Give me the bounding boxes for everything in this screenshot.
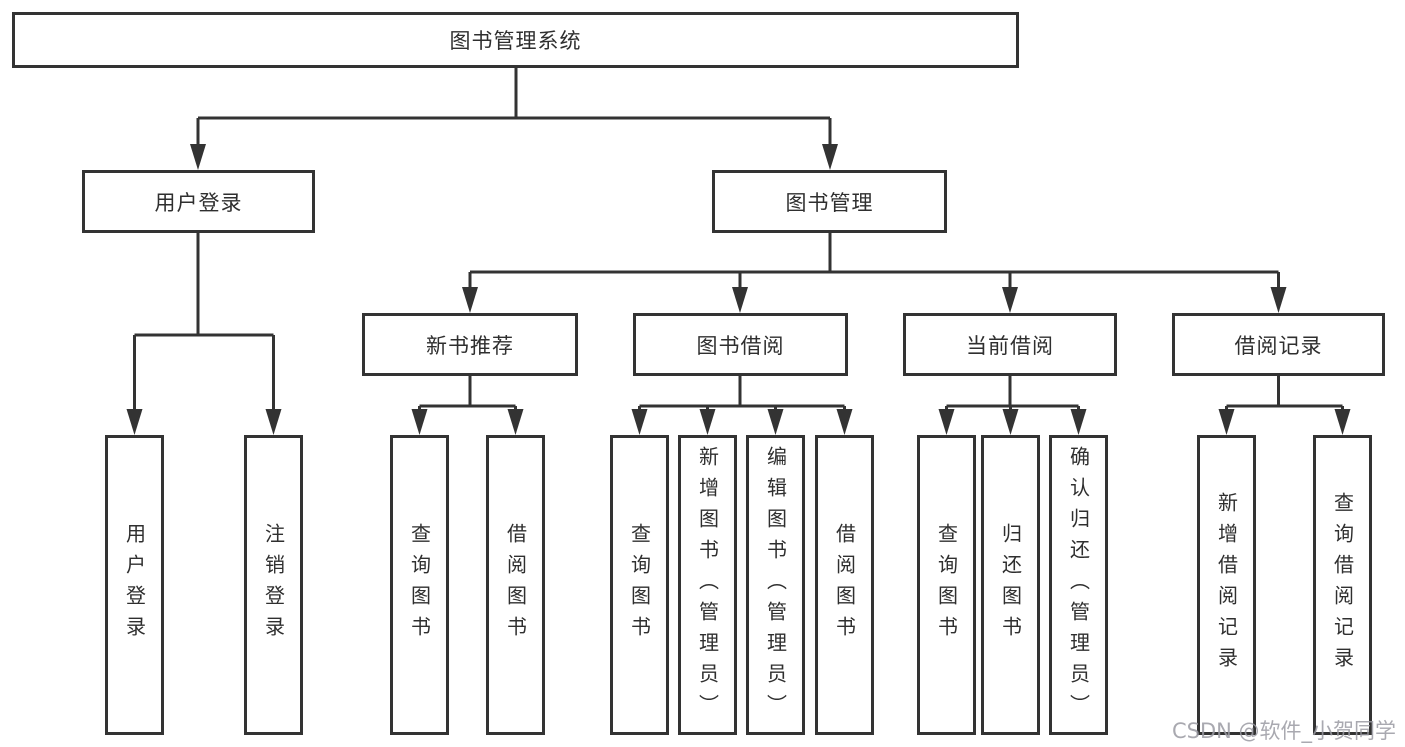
leaf-edit-book-admin: 编辑图书（管理员） bbox=[746, 435, 805, 735]
node-borrow-records: 借阅记录 bbox=[1172, 313, 1385, 376]
node-book-management: 图书管理 bbox=[712, 170, 947, 233]
arrowheads bbox=[126, 144, 1351, 435]
node-label: 查询图书 bbox=[627, 523, 652, 647]
node-label: 借阅图书 bbox=[832, 523, 857, 647]
node-label: 当前借阅 bbox=[966, 333, 1054, 358]
node-label: 查询图书 bbox=[407, 523, 432, 647]
connector-paths bbox=[133, 68, 1344, 416]
node-label: 查询图书 bbox=[934, 523, 959, 647]
node-label: 用户登录 bbox=[122, 523, 147, 647]
node-current-borrow: 当前借阅 bbox=[903, 313, 1117, 376]
leaf-borrow-book: 借阅图书 bbox=[815, 435, 874, 735]
node-label: 确认归还（管理员） bbox=[1066, 445, 1091, 725]
leaf-query-book-current: 查询图书 bbox=[917, 435, 976, 735]
leaf-add-borrow-record: 新增借阅记录 bbox=[1197, 435, 1256, 735]
leaf-add-book-admin: 新增图书（管理员） bbox=[678, 435, 737, 735]
node-label: 新书推荐 bbox=[426, 333, 514, 358]
node-label: 借阅图书 bbox=[503, 523, 528, 647]
node-label: 图书管理系统 bbox=[449, 29, 582, 53]
node-label: 编辑图书（管理员） bbox=[763, 445, 788, 725]
node-label: 图书借阅 bbox=[696, 333, 785, 358]
leaf-query-book-borrow: 查询图书 bbox=[610, 435, 669, 735]
leaf-query-borrow-record: 查询借阅记录 bbox=[1313, 435, 1372, 735]
node-label: 新增图书（管理员） bbox=[695, 445, 720, 725]
node-root: 图书管理系统 bbox=[12, 12, 1019, 68]
node-label: 注销登录 bbox=[261, 523, 286, 647]
leaf-query-book-recommend: 查询图书 bbox=[390, 435, 449, 735]
node-label: 归还图书 bbox=[998, 523, 1023, 647]
node-book-borrow: 图书借阅 bbox=[633, 313, 848, 376]
leaf-user-login: 用户登录 bbox=[105, 435, 164, 735]
watermark-text: CSDN @软件_小贺同学 bbox=[1172, 719, 1397, 743]
leaf-confirm-return-admin: 确认归还（管理员） bbox=[1049, 435, 1108, 735]
node-label: 新增借阅记录 bbox=[1214, 492, 1239, 678]
node-new-book-recommend: 新书推荐 bbox=[362, 313, 578, 376]
node-label: 借阅记录 bbox=[1234, 333, 1323, 358]
node-label: 用户登录 bbox=[154, 190, 243, 215]
node-label: 查询借阅记录 bbox=[1330, 492, 1355, 678]
leaf-logout-login: 注销登录 bbox=[244, 435, 303, 735]
leaf-borrow-book-recommend: 借阅图书 bbox=[486, 435, 545, 735]
node-label: 图书管理 bbox=[785, 190, 874, 215]
leaf-return-book: 归还图书 bbox=[981, 435, 1040, 735]
node-user-login: 用户登录 bbox=[82, 170, 315, 233]
